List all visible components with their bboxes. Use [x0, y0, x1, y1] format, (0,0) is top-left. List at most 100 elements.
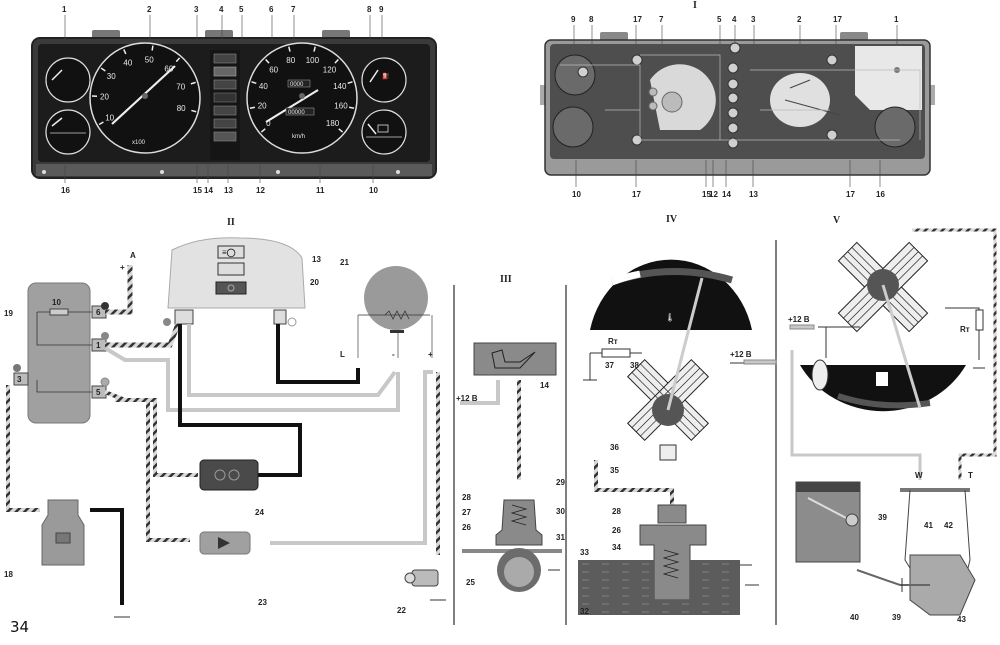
bulb-socket — [577, 66, 589, 78]
callout-number: 21 — [340, 258, 349, 267]
callout-number: 3 — [751, 15, 756, 24]
bulb-socket — [727, 122, 739, 134]
callout-number: 14 — [540, 381, 549, 390]
section-label-V: V — [833, 215, 841, 226]
callout-number: 31 — [556, 533, 565, 542]
callout-number: 14 — [204, 186, 213, 195]
supply-label-V: +12 B — [788, 315, 810, 324]
callout-number: 26 — [462, 523, 471, 532]
callout-number: 33 — [580, 548, 589, 557]
callout-number: 22 — [397, 606, 406, 615]
callout-number: 13 — [749, 190, 758, 199]
terminal-w: W — [915, 471, 923, 480]
bulb-socket — [729, 42, 741, 54]
callout-number: 29 — [556, 478, 565, 487]
relay-terminal-label: 5 — [96, 388, 101, 397]
dial-scale-label: 60 — [269, 66, 278, 75]
callout-number: 17 — [633, 15, 642, 24]
callout-number: 35 — [610, 466, 619, 475]
bulb-socket — [727, 92, 739, 104]
warning-lamps — [210, 50, 240, 160]
leader-line — [151, 45, 154, 51]
svg-text:≡◯: ≡◯ — [222, 248, 236, 258]
leader-line — [338, 128, 344, 133]
callout-number: 4 — [219, 5, 224, 14]
relay-terminal-label: 1 — [96, 341, 101, 350]
callout-number: 1 — [894, 15, 899, 24]
callout-number: 2 — [797, 15, 802, 24]
leader-line — [191, 109, 197, 113]
callout-number: 10 — [572, 190, 581, 199]
section-label-II: II — [227, 217, 235, 228]
gauge-fuel — [361, 57, 407, 103]
callout-number: 4 — [732, 15, 737, 24]
callout-number: 9 — [379, 5, 384, 14]
callout-number: 32 — [580, 607, 589, 616]
callout-number: 12 — [256, 186, 265, 195]
callout-number: 6 — [269, 5, 274, 14]
dial-scale-label: 70 — [176, 83, 185, 92]
callout-number: 10 — [369, 186, 378, 195]
tach-unit: x100 — [132, 140, 146, 146]
callout-number: 7 — [659, 15, 664, 24]
dial-scale-label: 140 — [333, 82, 347, 91]
callout-number: 36 — [610, 443, 619, 452]
resistor-label-IV: Rт — [608, 337, 618, 346]
section-IV: IV 🌡 Rт +12 B — [578, 214, 777, 616]
callout-number: 20 — [310, 278, 319, 287]
callout-number: 12 — [709, 190, 718, 199]
dial-scale-label: 100 — [306, 56, 320, 65]
section-label-IV: IV — [666, 214, 678, 225]
callout-number: 7 — [291, 5, 296, 14]
dial-scale-label: 50 — [145, 55, 154, 64]
callout-number: 17 — [833, 15, 842, 24]
bulb-socket — [631, 54, 643, 66]
callout-number: 15 — [702, 190, 711, 199]
callout-number: 17 — [846, 190, 855, 199]
callout-number: 17 — [632, 190, 641, 199]
callout-number: 28 — [462, 493, 471, 502]
leader-line — [123, 49, 127, 55]
callout-number: 14 — [722, 190, 731, 199]
speedo-unit: km/h — [292, 134, 305, 140]
callout-number: 15 — [193, 186, 202, 195]
dial-scale-label: 40 — [123, 58, 132, 67]
terminal-t: T — [968, 471, 973, 480]
leader-line — [249, 106, 256, 109]
callout-number: 43 — [957, 615, 966, 624]
dial-scale-label: 20 — [258, 102, 267, 111]
leader-line — [100, 67, 106, 72]
leader-line — [190, 81, 196, 85]
callout-number: 30 — [556, 507, 565, 516]
leader-line — [175, 57, 181, 63]
supply-label-IV: +12 B — [730, 350, 752, 359]
callout-number: 10 — [52, 298, 61, 307]
leader-line — [98, 121, 104, 126]
callout-number: + — [428, 350, 433, 359]
section-label-III: III — [500, 274, 512, 285]
svg-text:🌡: 🌡 — [665, 313, 675, 322]
resistor-label-V: Rт — [960, 325, 970, 334]
bulb-socket — [826, 54, 838, 66]
section-V: V +12 B Rт W — [788, 215, 997, 624]
callout-number: 42 — [944, 521, 953, 530]
callout-number: 2 — [147, 5, 152, 14]
relay-terminal-label: 6 — [96, 308, 101, 317]
leader-line — [348, 106, 355, 109]
page-number: 34 — [10, 618, 30, 636]
leader-line — [288, 46, 291, 52]
gauge-oil-pressure — [45, 57, 91, 103]
dial-scale-label: 40 — [259, 82, 268, 91]
callout-number: 27 — [462, 508, 471, 517]
odometer: 00000 — [288, 110, 305, 116]
supply-label-III: +12 B — [456, 394, 478, 403]
leader-line — [265, 58, 270, 64]
callout-number: 9 — [571, 15, 576, 24]
dial-scale-label: 120 — [323, 66, 337, 75]
callout-number: 1 — [62, 5, 67, 14]
